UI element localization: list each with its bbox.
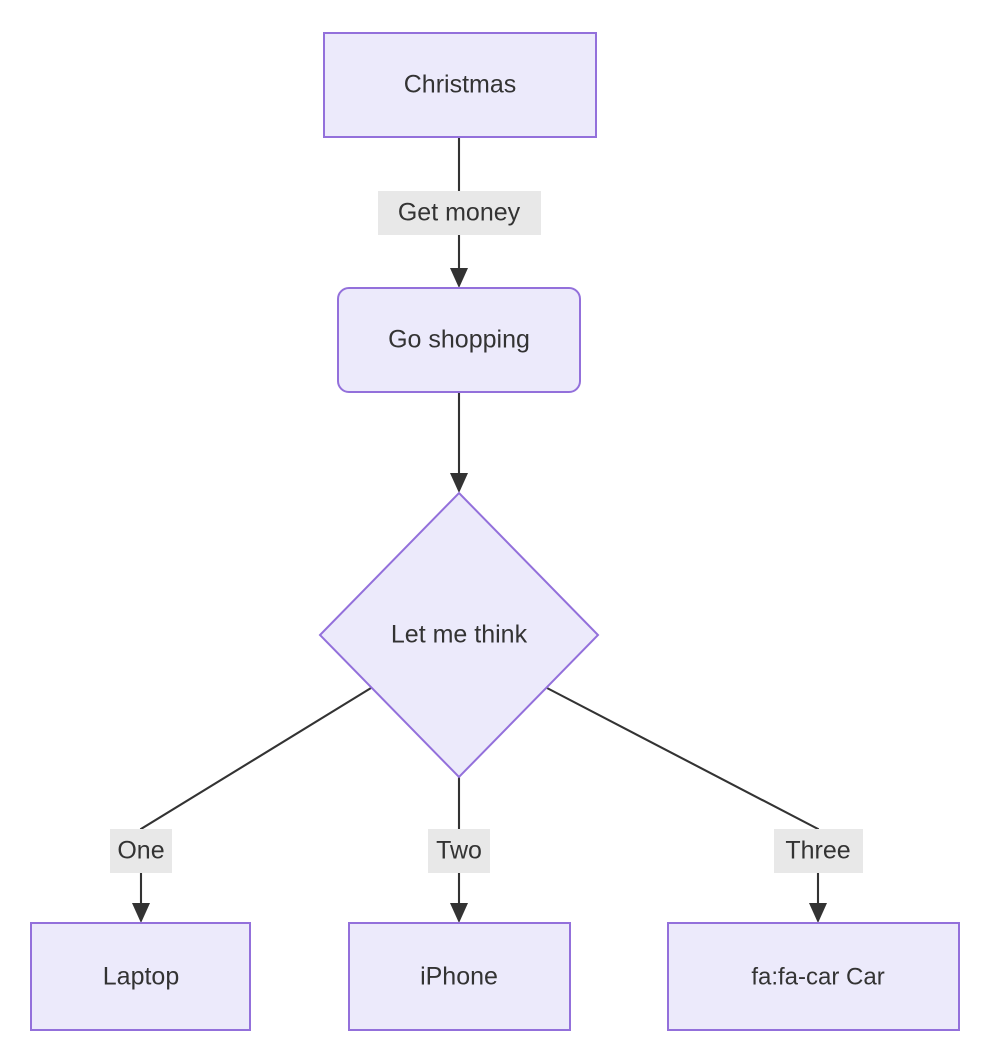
edge-label-get-money-bg [378, 191, 541, 235]
edge-go-shopping-to-let-me-think [450, 392, 468, 493]
node-go-shopping-label: Go shopping [388, 326, 530, 354]
edge-label-get-money: Get money [378, 191, 541, 235]
node-let-me-think-shape[interactable] [318, 491, 600, 779]
arrowhead-icon [450, 903, 468, 923]
edge-label-three-text: Three [785, 837, 850, 865]
arrowhead-icon [450, 473, 468, 493]
node-christmas-label: Christmas [404, 71, 517, 99]
node-iphone[interactable]: iPhone [348, 922, 571, 1031]
edge-label-one-text: One [117, 837, 164, 865]
node-go-shopping-shape[interactable] [337, 287, 581, 393]
edge-label-one: One [110, 829, 172, 873]
node-christmas[interactable]: Christmas [323, 32, 597, 138]
arrowhead-icon [809, 903, 827, 923]
node-iphone-label: iPhone [420, 963, 498, 991]
edge-let-me-think-to-laptop [132, 687, 372, 923]
edge-let-me-think-to-car [546, 687, 827, 923]
node-car-shape[interactable] [667, 922, 960, 1031]
edge-line [139, 687, 372, 913]
edge-label-three-bg [774, 829, 863, 873]
node-christmas-shape[interactable] [323, 32, 597, 138]
node-let-me-think-label: Let me think [391, 621, 528, 649]
edge-label-three: Three [774, 829, 863, 873]
node-laptop[interactable]: Laptop [30, 922, 251, 1031]
node-car[interactable]: fa:fa-car Car [667, 922, 960, 1031]
arrowhead-icon [132, 903, 150, 923]
node-laptop-label: Laptop [103, 963, 179, 991]
node-iphone-shape[interactable] [348, 922, 571, 1031]
edge-line [546, 687, 820, 913]
edge-label-two-bg [428, 829, 490, 873]
node-let-me-think[interactable]: Let me think [318, 491, 600, 779]
node-go-shopping[interactable]: Go shopping [337, 287, 581, 393]
edge-label-get-money-text: Get money [398, 199, 521, 227]
edge-label-one-bg [110, 829, 172, 873]
edge-label-two-text: Two [436, 837, 482, 865]
node-car-label: fa:fa-car Car [751, 963, 884, 990]
edge-label-two: Two [428, 829, 490, 873]
node-laptop-shape[interactable] [30, 922, 251, 1031]
arrowhead-icon [450, 268, 468, 288]
